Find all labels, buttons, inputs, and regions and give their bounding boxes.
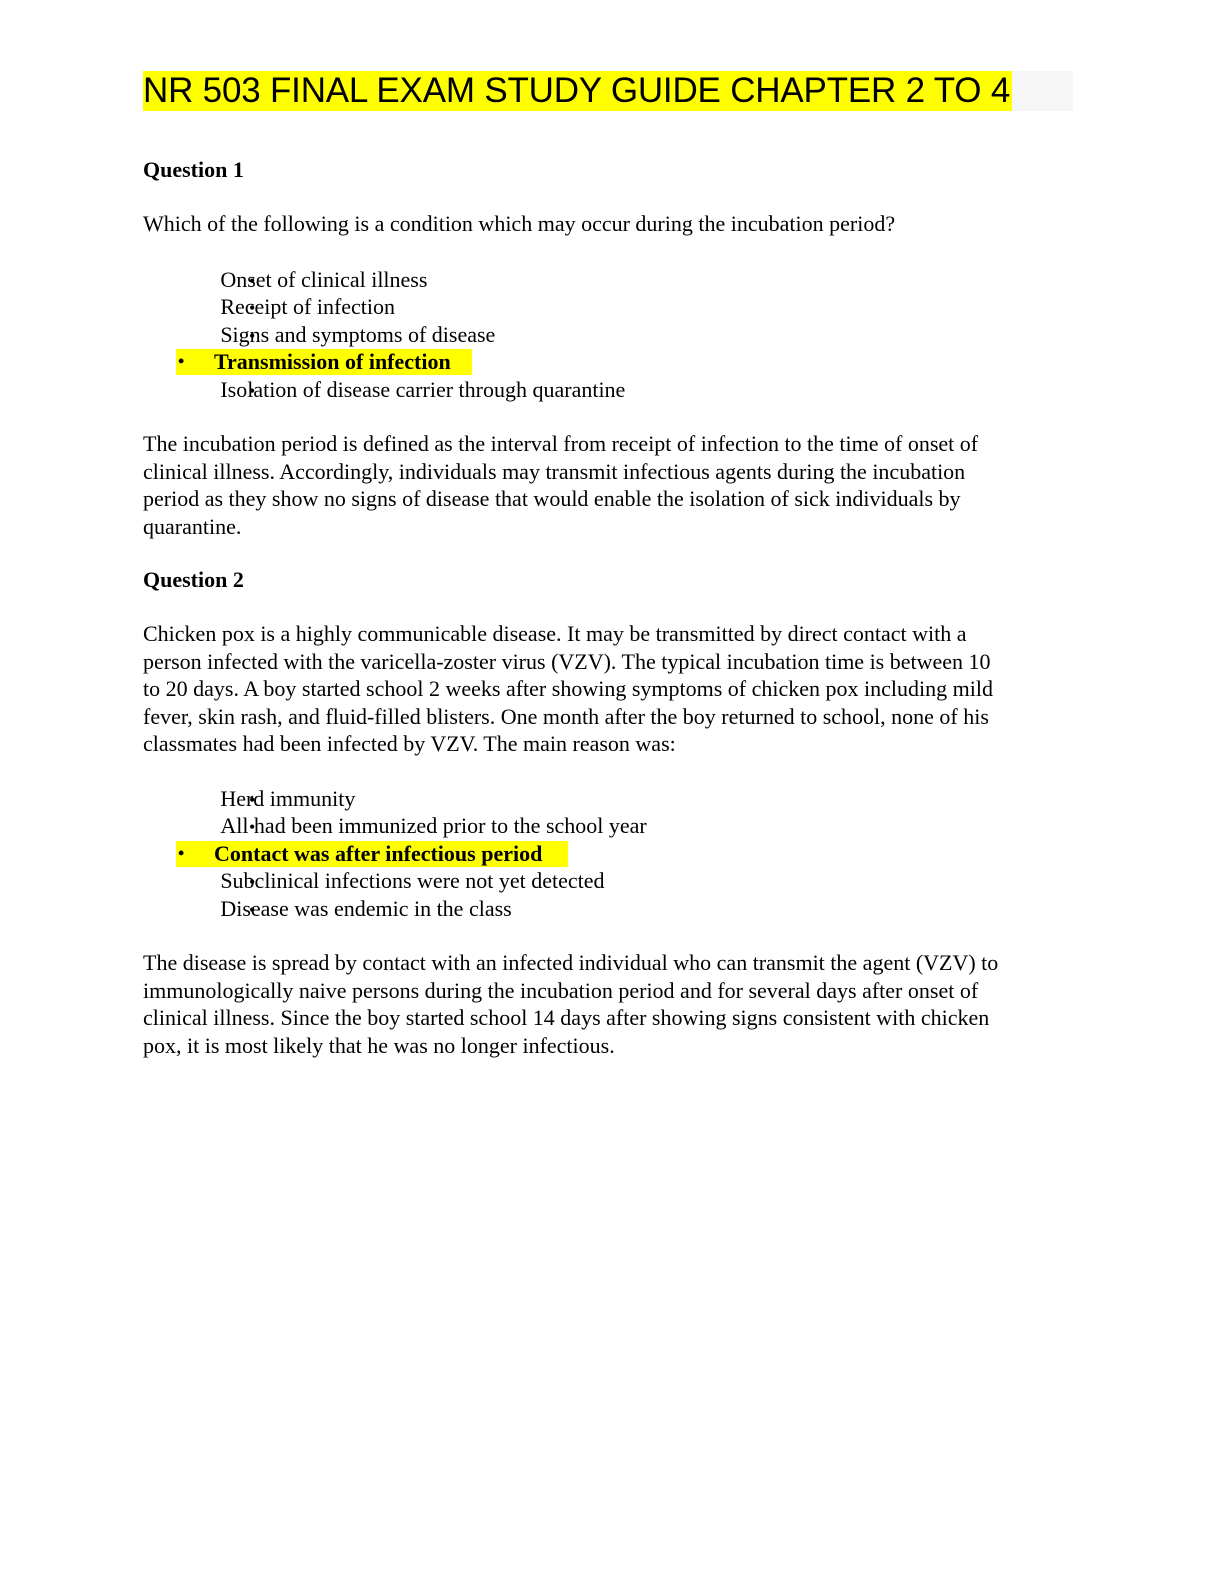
list-item: •Onset of clinical illness: [220, 266, 428, 292]
list-item: •Receipt of infection: [220, 294, 396, 319]
list-item: •Herd immunity: [220, 785, 356, 811]
bullet-icon: •: [249, 789, 256, 810]
correct-answer-item: •Contact was after infectious period: [143, 840, 1073, 868]
bullet-icon: •: [249, 270, 256, 291]
bullet-icon: •: [249, 817, 256, 837]
document-title: NR 503 FINAL EXAM STUDY GUIDE CHAPTER 2 …: [143, 71, 1013, 111]
document-page: NR 503 FINAL EXAM STUDY GUIDE CHAPTER 2 …: [143, 70, 1073, 1059]
answer-highlight: [176, 349, 472, 375]
bullet-icon: •: [178, 842, 185, 863]
question-2-options: •Herd immunity •All had been immunized p…: [143, 785, 1073, 923]
question-1-options: •Onset of clinical illness •Receipt of i…: [143, 266, 1073, 404]
bullet-icon: •: [249, 380, 256, 401]
question-2-heading: Question 2: [143, 567, 244, 592]
document-title-bar: NR 503 FINAL EXAM STUDY GUIDE CHAPTER 2 …: [143, 70, 1073, 112]
question-2-prompt: Chicken pox is a highly communicable dis…: [143, 621, 993, 756]
bullet-icon: •: [249, 325, 256, 346]
question-2-explanation: The disease is spread by contact with an…: [143, 950, 999, 1058]
bullet-icon: •: [249, 298, 256, 318]
bullet-icon: •: [249, 899, 256, 920]
question-1-prompt: Which of the following is a condition wh…: [143, 211, 896, 236]
question-1-explanation: The incubation period is defined as the …: [143, 431, 979, 539]
question-1-heading: Question 1: [143, 157, 244, 182]
bullet-icon: •: [178, 351, 185, 371]
bullet-icon: •: [249, 872, 256, 892]
answer-highlight: [176, 840, 568, 867]
list-item: •Disease was endemic in the class: [220, 895, 512, 921]
list-item: •Signs and symptoms of disease: [220, 321, 496, 347]
list-item: •Isolation of disease carrier through qu…: [220, 376, 626, 402]
correct-answer-item: •Transmission of infection: [143, 348, 1073, 376]
list-item: •All had been immunized prior to the sch…: [220, 813, 647, 838]
list-item: •Subclinical infections were not yet det…: [220, 868, 605, 893]
